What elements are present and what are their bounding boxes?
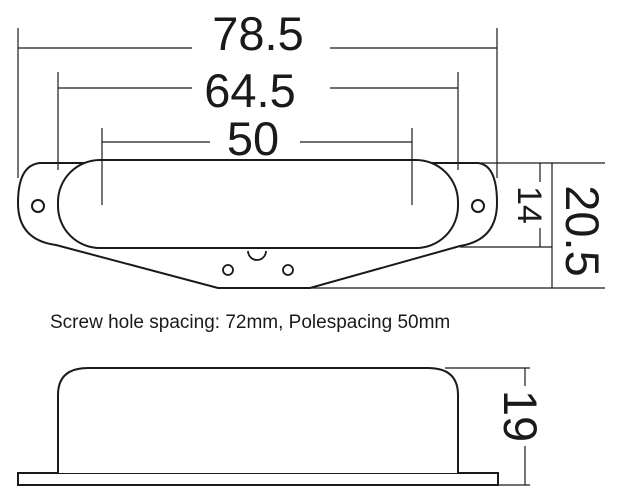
left-screw-hole <box>31 199 45 213</box>
right-screw-hole <box>471 199 485 213</box>
height-label: 19 <box>494 390 547 442</box>
pickup-cover-top <box>57 159 459 249</box>
tab-hole-right <box>282 264 294 276</box>
pole-spacing-label: 50 <box>227 112 279 165</box>
side-view-baseplate <box>17 472 499 486</box>
side-view-cover <box>57 367 459 473</box>
body-width-label: 14 <box>510 186 548 224</box>
overall-length-label: 78.5 <box>212 7 303 60</box>
lead-wire-notch <box>247 250 267 261</box>
body-length-label: 64.5 <box>204 64 295 117</box>
spacing-caption: Screw hole spacing: 72mm, Polespacing 50… <box>50 312 451 333</box>
overall-width-label: 20.5 <box>556 185 609 276</box>
tab-hole-left <box>222 264 234 276</box>
